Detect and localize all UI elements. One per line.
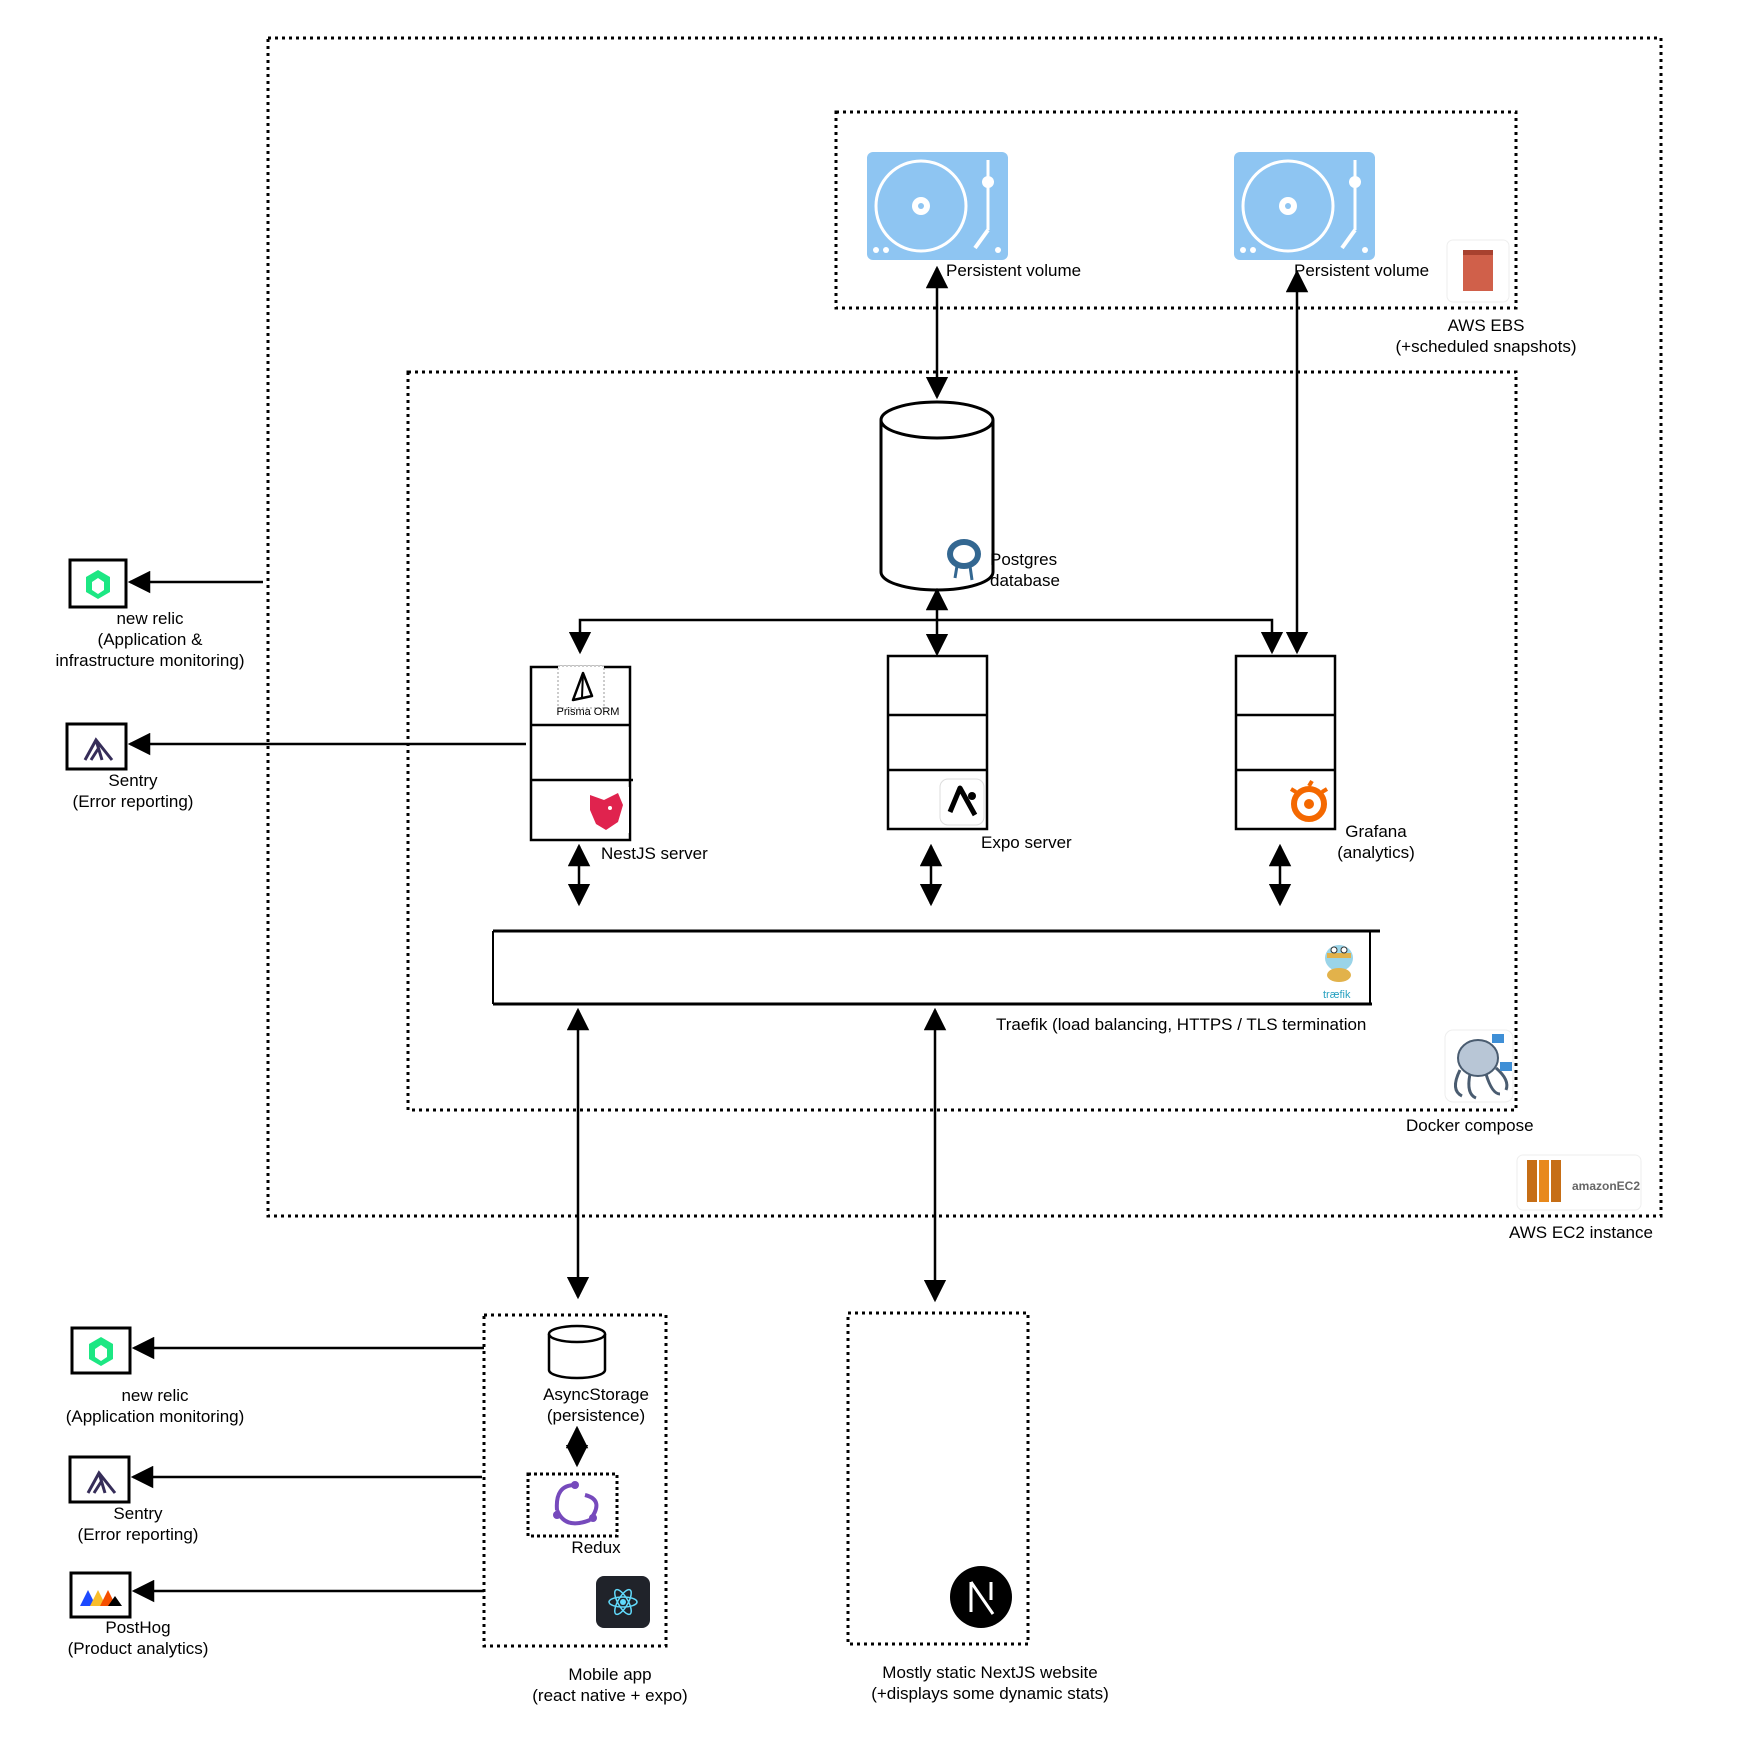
aws-ebs-icon — [1446, 239, 1510, 303]
expo-icon — [939, 778, 985, 826]
redux-label: Redux — [571, 1538, 621, 1557]
nestjs-server-label: NestJS server — [601, 844, 708, 863]
nextjs-icon — [950, 1566, 1012, 1628]
aws-ebs-label: AWS EBS (+scheduled snapshots) — [1395, 316, 1577, 356]
nestjs-cat-icon — [583, 787, 629, 833]
react-native-icon — [596, 1576, 650, 1628]
newrelic-icon-bottom — [70, 1326, 132, 1375]
newrelic-bottom-label: new relic (Application monitoring) — [65, 1386, 245, 1426]
newrelic-top-label: new relic (Application & infrastructure … — [55, 609, 245, 670]
grafana-icon — [1287, 779, 1332, 826]
turntable-icon-2 — [1234, 152, 1375, 260]
sentry-bottom-label: Sentry (Error reporting) — [77, 1504, 199, 1544]
connectors — [127, 265, 1309, 1603]
prisma-orm-label: Prisma ORM — [556, 706, 620, 718]
sentry-icon-bottom — [68, 1455, 131, 1504]
aws-ec2-label: AWS EC2 instance — [1509, 1223, 1653, 1242]
turntable-icon-1 — [867, 152, 1008, 260]
nextjs-website-boundary — [846, 1311, 1030, 1646]
docker-compose-icon — [1444, 1029, 1514, 1103]
ebs-boundary — [834, 110, 1518, 310]
mobile-app-boundary — [482, 1313, 668, 1648]
expo-server-label: Expo server — [981, 833, 1072, 852]
posthog-label: PostHog (Product analytics) — [67, 1618, 209, 1658]
docker-compose-label: Docker compose — [1406, 1116, 1534, 1135]
sentry-icon-top — [65, 722, 128, 771]
nextjs-website-label: Mostly static NextJS website (+displays … — [871, 1663, 1109, 1703]
asyncstorage-label: AsyncStorage (persistence) — [543, 1385, 649, 1425]
connector-postgres-nest-grafana — [568, 618, 1284, 655]
asyncstorage-cylinder — [547, 1324, 607, 1380]
sentry-top-label: Sentry (Error reporting) — [72, 771, 194, 811]
grafana-label: Grafana (analytics) — [1337, 822, 1415, 862]
persistent-volume-label-2: Persistent volume — [1294, 261, 1430, 280]
posthog-icon — [69, 1571, 132, 1619]
aws-ec2-icon — [1516, 1154, 1642, 1211]
traefik-gopher-icon — [1325, 945, 1353, 982]
redux-boundary — [526, 1472, 619, 1538]
ec2-logo-text: amazonEC2 — [1572, 1179, 1640, 1193]
traefik-label: Traefik (load balancing, HTTPS / TLS ter… — [996, 1015, 1367, 1034]
traefik-bar — [492, 929, 1380, 1006]
postgres-label: Postgres database — [990, 550, 1060, 590]
mobile-app-label: Mobile app (react native + expo) — [532, 1665, 688, 1705]
redux-icon — [553, 1481, 599, 1526]
persistent-volume-label-1: Persistent volume — [946, 261, 1082, 280]
traefik-logo-text: træfik — [1323, 989, 1351, 1001]
docker-compose-boundary — [406, 370, 1518, 1112]
postgres-elephant-icon — [947, 539, 981, 581]
newrelic-icon-top — [68, 558, 128, 609]
ec2-instance-boundary — [266, 36, 1663, 1218]
prisma-icon — [557, 665, 605, 709]
